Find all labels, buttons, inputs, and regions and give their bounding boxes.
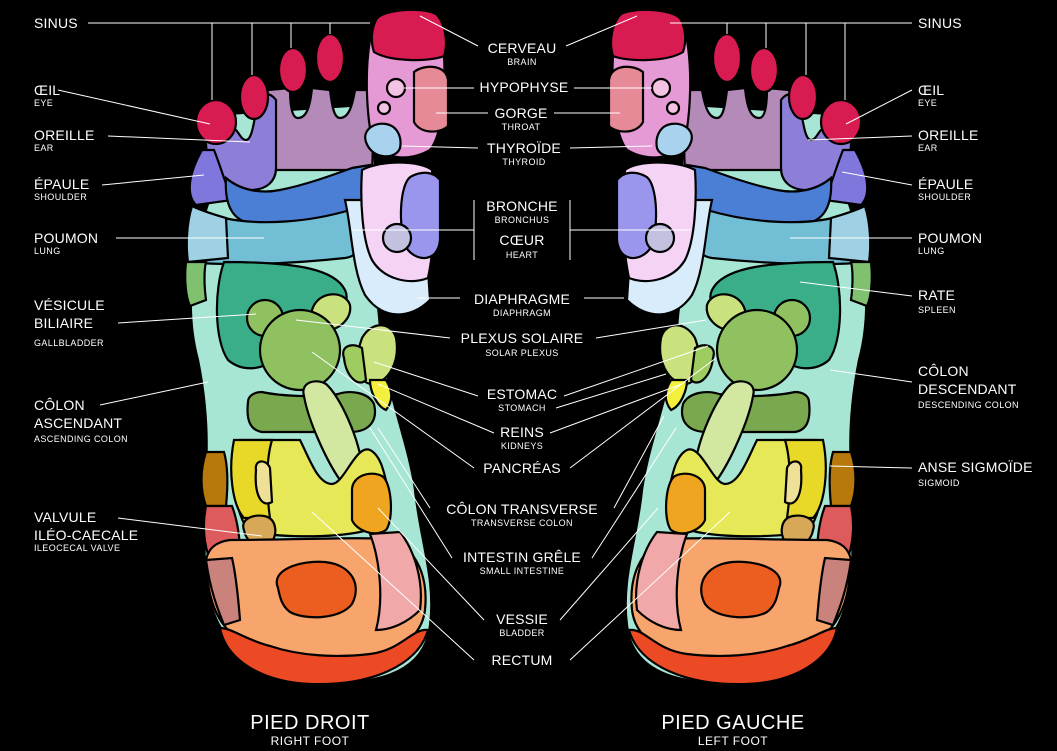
svg-text:ILÉO-CAECALE: ILÉO-CAECALE	[34, 527, 138, 543]
svg-text:ŒIL: ŒIL	[918, 82, 944, 98]
caption-right-foot: PIED DROIT RIGHT FOOT	[250, 712, 369, 748]
svg-text:LEFT FOOT: LEFT FOOT	[698, 734, 768, 748]
svg-text:EYE: EYE	[918, 98, 937, 108]
label-brain: CERVEAU BRAIN	[420, 16, 637, 67]
svg-text:PIED DROIT: PIED DROIT	[250, 712, 369, 734]
svg-text:SMALL INTESTINE: SMALL INTESTINE	[480, 566, 565, 576]
svg-text:VÉSICULE: VÉSICULE	[34, 297, 105, 313]
svg-text:OREILLE: OREILLE	[34, 127, 95, 143]
svg-text:LUNG: LUNG	[34, 246, 61, 256]
svg-text:ANSE SIGMOÏDE: ANSE SIGMOÏDE	[918, 459, 1033, 475]
svg-text:SINUS: SINUS	[918, 15, 962, 31]
svg-text:LUNG: LUNG	[918, 246, 945, 256]
svg-text:POUMON: POUMON	[918, 230, 982, 246]
svg-text:VESSIE: VESSIE	[496, 611, 548, 627]
label-ascending-colon: CÔLON ASCENDANT ASCENDING COLON	[34, 382, 208, 444]
svg-text:RATE: RATE	[918, 287, 955, 303]
svg-text:SPLEEN: SPLEEN	[918, 305, 956, 315]
svg-text:SOLAR PLEXUS: SOLAR PLEXUS	[485, 348, 558, 358]
svg-text:DESCENDING COLON: DESCENDING COLON	[918, 400, 1019, 410]
svg-text:CERVEAU: CERVEAU	[488, 40, 557, 56]
svg-text:RIGHT FOOT: RIGHT FOOT	[271, 734, 350, 748]
svg-text:REINS: REINS	[500, 424, 544, 440]
svg-text:EYE: EYE	[34, 98, 53, 108]
svg-text:EAR: EAR	[918, 143, 938, 153]
label-shoulder-right: ÉPAULE SHOULDER	[34, 175, 204, 202]
svg-text:ÉPAULE: ÉPAULE	[918, 176, 973, 192]
svg-text:INTESTIN GRÊLE: INTESTIN GRÊLE	[463, 549, 581, 565]
svg-text:HYPOPHYSE: HYPOPHYSE	[480, 79, 569, 95]
svg-text:OREILLE: OREILLE	[918, 127, 979, 143]
label-sigmoid: ANSE SIGMOÏDE SIGMOID	[830, 459, 1033, 488]
svg-text:BLADDER: BLADDER	[499, 628, 544, 638]
svg-text:ŒIL: ŒIL	[34, 82, 60, 98]
svg-text:ILEOCECAL VALVE: ILEOCECAL VALVE	[34, 543, 120, 553]
left-foot	[609, 10, 872, 684]
svg-text:BRONCHE: BRONCHE	[486, 198, 557, 214]
svg-text:SHOULDER: SHOULDER	[34, 192, 87, 202]
svg-text:THYROID: THYROID	[502, 157, 545, 167]
svg-text:BRONCHUS: BRONCHUS	[495, 215, 550, 225]
svg-text:THYROÏDE: THYROÏDE	[487, 140, 561, 156]
svg-text:EAR: EAR	[34, 143, 54, 153]
svg-text:DIAPHRAGME: DIAPHRAGME	[474, 291, 570, 307]
svg-text:ASCENDING COLON: ASCENDING COLON	[34, 434, 128, 444]
svg-text:ESTOMAC: ESTOMAC	[487, 386, 557, 402]
svg-text:SINUS: SINUS	[34, 15, 78, 31]
svg-text:CÔLON: CÔLON	[34, 397, 85, 413]
svg-text:CÔLON: CÔLON	[918, 363, 969, 379]
caption-left-foot: PIED GAUCHE LEFT FOOT	[661, 712, 804, 748]
svg-text:PIED GAUCHE: PIED GAUCHE	[661, 712, 804, 734]
label-throat: GORGE THROAT	[436, 105, 620, 132]
svg-text:RECTUM: RECTUM	[491, 652, 552, 668]
svg-text:ÉPAULE: ÉPAULE	[34, 176, 89, 192]
svg-text:HEART: HEART	[506, 250, 538, 260]
svg-text:SHOULDER: SHOULDER	[918, 192, 971, 202]
label-descending-colon: CÔLON DESCENDANT DESCENDING COLON	[830, 363, 1019, 410]
svg-text:SIGMOID: SIGMOID	[918, 478, 960, 488]
label-diaphragm: DIAPHRAGME DIAPHRAGM	[418, 291, 624, 318]
svg-text:PANCRÉAS: PANCRÉAS	[483, 460, 561, 476]
svg-text:STOMACH: STOMACH	[498, 403, 546, 413]
svg-text:POUMON: POUMON	[34, 230, 98, 246]
svg-text:PLEXUS SOLAIRE: PLEXUS SOLAIRE	[461, 330, 584, 346]
label-thyroid: THYROÏDE THYROID	[402, 140, 652, 167]
svg-text:KIDNEYS: KIDNEYS	[501, 441, 543, 451]
svg-text:GALLBLADDER: GALLBLADDER	[34, 338, 104, 348]
svg-text:VALVULE: VALVULE	[34, 509, 96, 525]
svg-text:TRANSVERSE COLON: TRANSVERSE COLON	[471, 518, 573, 528]
svg-text:ASCENDANT: ASCENDANT	[34, 415, 122, 431]
svg-text:DIAPHRAGM: DIAPHRAGM	[493, 308, 551, 318]
svg-text:CÔLON TRANSVERSE: CÔLON TRANSVERSE	[446, 501, 598, 517]
svg-text:BILIAIRE: BILIAIRE	[34, 315, 93, 331]
svg-text:GORGE: GORGE	[494, 105, 547, 121]
label-eye-right: ŒIL EYE	[34, 82, 210, 124]
svg-text:DESCENDANT: DESCENDANT	[918, 381, 1017, 397]
svg-text:CŒUR: CŒUR	[499, 232, 544, 248]
label-bronchus: BRONCHE BRONCHUS	[486, 198, 557, 225]
right-foot	[185, 10, 448, 684]
svg-text:BRAIN: BRAIN	[507, 57, 537, 67]
svg-text:THROAT: THROAT	[502, 122, 541, 132]
